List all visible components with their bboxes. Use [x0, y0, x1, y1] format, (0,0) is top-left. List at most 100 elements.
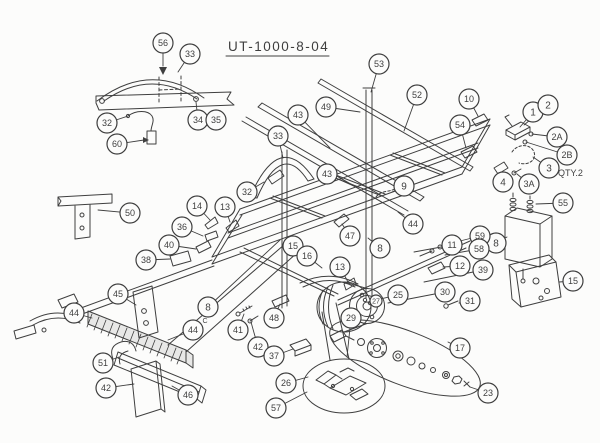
callout-57: 57 [265, 397, 287, 419]
callout-label: 25 [393, 290, 403, 300]
callout-label: 12 [455, 261, 465, 271]
callout-38: 38 [135, 249, 157, 271]
callout-3: 3 [538, 157, 560, 179]
callout-41: 41 [227, 319, 249, 341]
callout-label: 13 [335, 262, 345, 272]
callout-27: 27 [369, 294, 383, 308]
callout-label: 10 [464, 94, 474, 104]
callout-30: 30 [434, 281, 456, 303]
callout-label: 35 [211, 115, 221, 125]
callout-suffix: C [202, 318, 207, 325]
callout-label: 44 [69, 308, 79, 318]
callout-label: 42 [253, 342, 263, 352]
callout-label: 46 [183, 390, 193, 400]
main-frame [13, 118, 491, 340]
callout-40: 40 [158, 234, 180, 256]
callout-44: 44 [63, 302, 85, 324]
callout-label: 23 [483, 388, 493, 398]
callout-35: 35 [205, 109, 227, 131]
callout-23: 23 [477, 382, 499, 404]
callout-label: 32 [242, 187, 252, 197]
callout-label: 31 [465, 296, 475, 306]
coupler-actuator-parts [493, 114, 536, 176]
callout-label: 54 [455, 120, 465, 130]
callout-33: 33 [179, 43, 201, 65]
callout-label: 2 [545, 101, 551, 112]
callout-label: 48 [269, 313, 279, 323]
callout-label: 52 [412, 90, 422, 100]
callout-25: 25 [387, 284, 409, 306]
callout-43: 43 [287, 104, 309, 126]
callout-label: 43 [322, 169, 332, 179]
qty-note: QTY.2 [558, 168, 583, 178]
mount-bracket [508, 254, 562, 308]
callout-label: 49 [321, 102, 331, 112]
callout-label: 38 [141, 255, 151, 265]
callout-label: 36 [177, 222, 187, 232]
callout-label: 53 [374, 59, 384, 69]
arrow-icon [159, 67, 167, 75]
callout-label: 13 [220, 202, 230, 212]
callout-33: 33 [267, 125, 289, 147]
callout-label: 16 [302, 251, 312, 261]
callout-label: 39 [478, 265, 488, 275]
callout-label: 2B [561, 150, 572, 160]
callout-14: 14 [186, 195, 208, 217]
cable-part-detail [125, 111, 157, 145]
callout-60: 60 [106, 133, 128, 155]
callout-label: 50 [125, 208, 135, 218]
callout-label: 32 [102, 118, 112, 128]
callout-31: 31 [459, 290, 481, 312]
callout-10: 10 [458, 88, 480, 110]
callout-label: 1 [530, 108, 536, 119]
callout-17: 17 [449, 337, 471, 359]
callout-9: 9 [393, 175, 415, 197]
callout-label: 45 [113, 289, 123, 299]
callout-42: 42 [95, 377, 117, 399]
callout-label: 56 [158, 38, 168, 48]
callout-55: 55 [552, 192, 574, 214]
callout-43: 43 [316, 163, 338, 185]
callout-label: 59 [475, 231, 485, 241]
drawing-number: UT-1000-8-04 [228, 39, 329, 54]
callout-44: 44C [182, 318, 208, 341]
callout-58: 58 [468, 238, 490, 260]
fender-bow-detail [95, 67, 235, 111]
callout-label: 29 [346, 313, 356, 323]
callout-32: 32 [96, 112, 118, 134]
callout-50: 50 [119, 202, 141, 224]
callout-8: 8 [369, 237, 391, 259]
callout-label: 57 [271, 403, 281, 413]
callout-39: 39 [472, 259, 494, 281]
callout-label: 8 [493, 239, 499, 250]
callout-label: 15 [288, 241, 298, 251]
bracket-detail [57, 193, 113, 240]
callout-label: 43 [293, 110, 303, 120]
callout-label: 9 [401, 182, 407, 193]
callout-11: 11 [441, 234, 463, 256]
callout-52: 52 [406, 84, 428, 106]
callout-13: 13 [329, 256, 351, 278]
callout-47: 47 [339, 225, 361, 247]
callout-label: 34 [193, 115, 203, 125]
callout-label: 8 [377, 244, 383, 255]
callout-2A: 2A [546, 126, 568, 148]
callout-32: 32 [236, 181, 258, 203]
callout-8: 8 [197, 296, 219, 318]
callout-42: 42 [247, 336, 269, 358]
callout-46: 46 [177, 384, 199, 406]
callout-3A: 3A [518, 173, 540, 195]
callout-label: 60 [112, 139, 122, 149]
callout-29: 29 [340, 307, 362, 329]
callout-label: 44 [408, 219, 418, 229]
battery-box [504, 192, 553, 284]
leader-line [207, 239, 281, 308]
small-frame-parts [169, 113, 489, 357]
callout-37: 37 [263, 345, 285, 367]
callout-label: 3A [523, 179, 534, 189]
callout-label: 14 [192, 201, 202, 211]
callout-26: 26 [275, 372, 297, 394]
callout-label: 58 [474, 244, 484, 254]
